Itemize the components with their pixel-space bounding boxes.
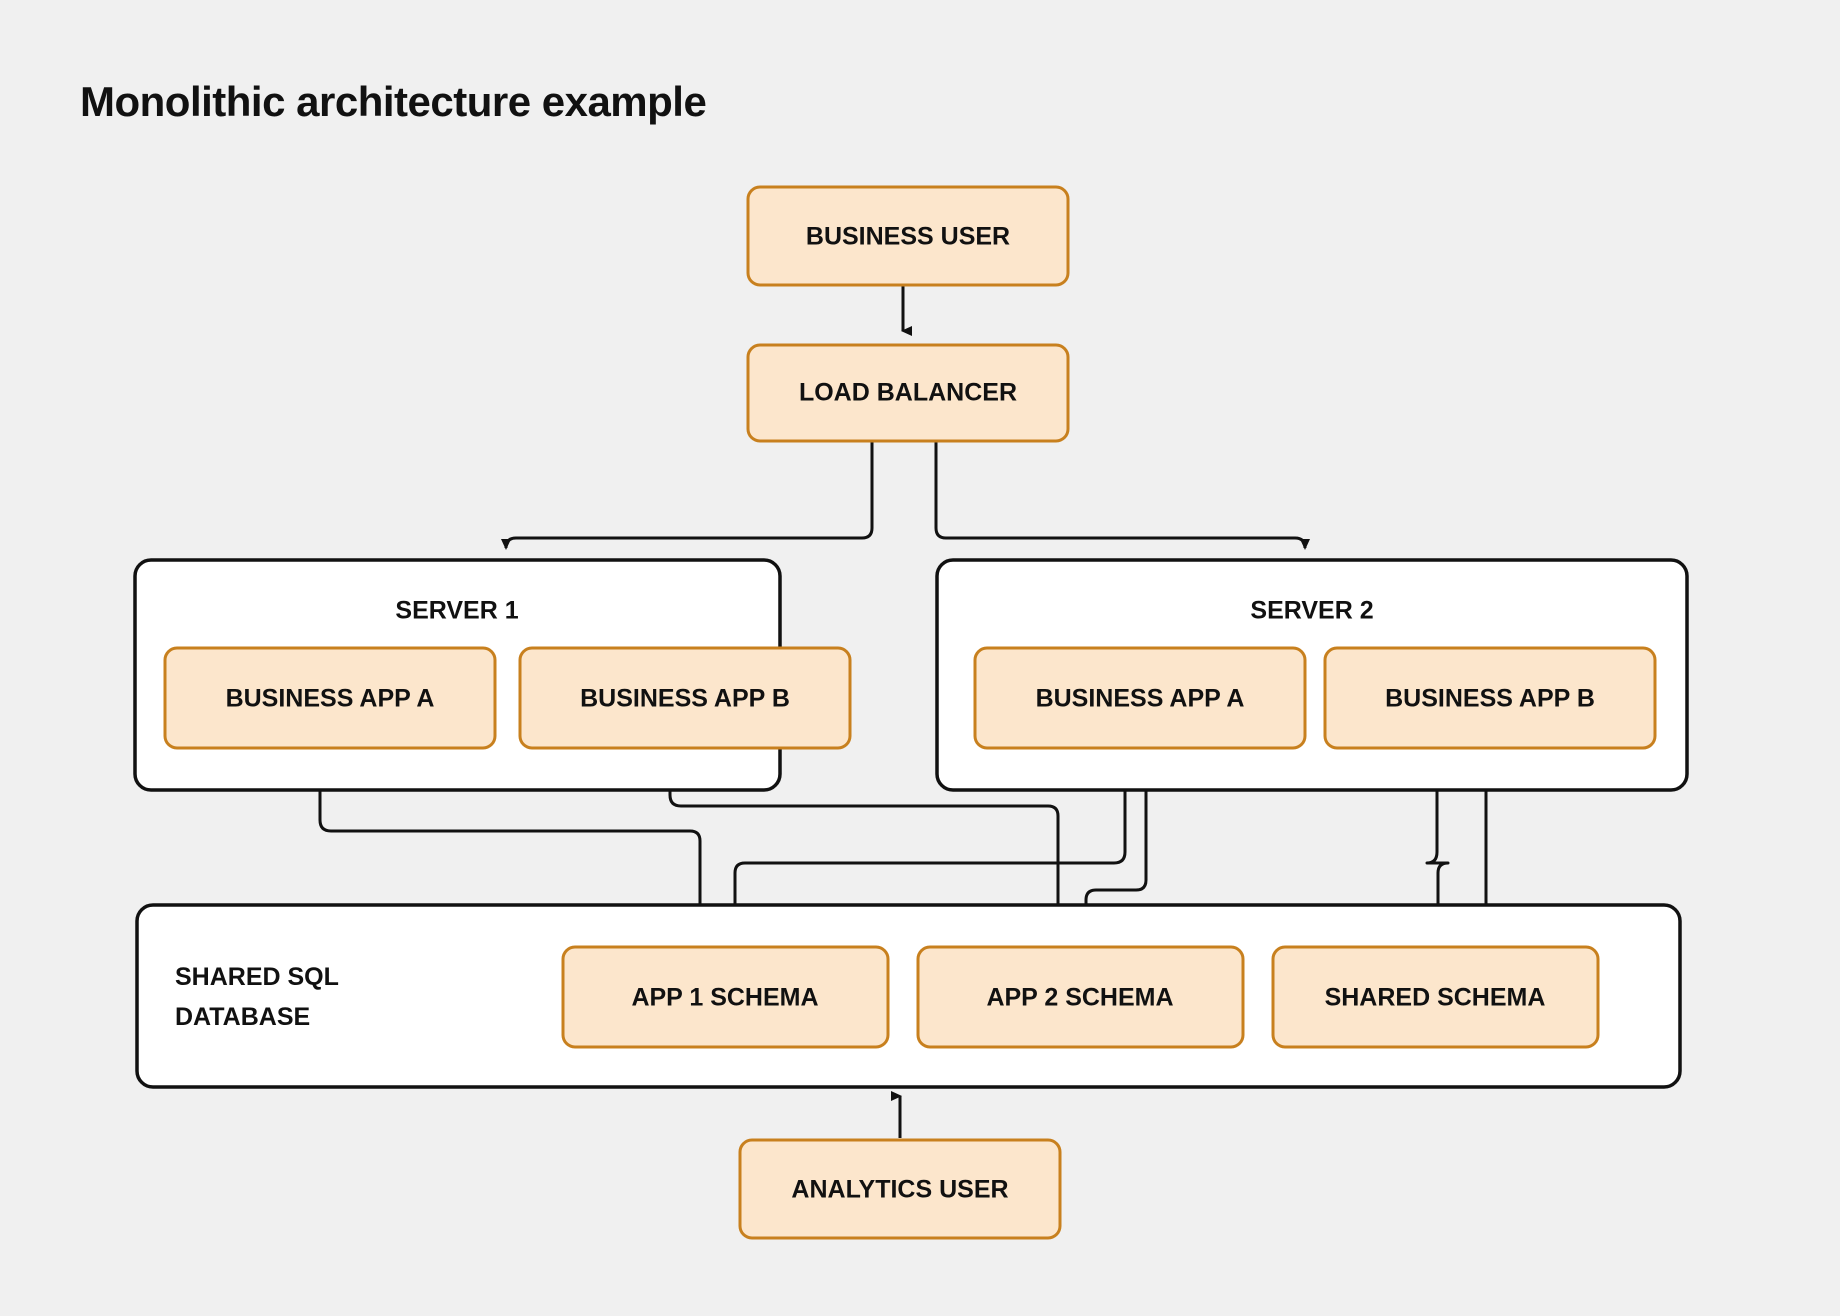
business-user-node[interactable]: BUSINESS USER (746, 185, 1070, 287)
edge-s1-app-a-to-app1-schema (318, 750, 709, 931)
shared-sql-database-label-line-2: DATABASE (175, 1003, 310, 1031)
load-balancer-label: LOAD BALANCER (799, 379, 1017, 407)
server-1-app-b-box[interactable] (518, 646, 852, 750)
edge-load-balancer-to-server-1 (504, 440, 874, 554)
server-1-app-b-node[interactable]: BUSINESS APP B (518, 646, 852, 750)
app-2-schema-label: APP 2 SCHEMA (986, 984, 1173, 1012)
edge-s2-app-b-to-shared-schema-1 (1425, 750, 1450, 931)
edge-s2-app-a-to-app2-schema (1084, 750, 1148, 931)
app-1-schema-label: APP 1 SCHEMA (631, 984, 818, 1012)
server-2-label: SERVER 2 (1250, 597, 1373, 625)
server-2-app-a-label: BUSINESS APP A (1036, 685, 1245, 713)
app-1-schema-node[interactable]: APP 1 SCHEMA (561, 945, 890, 1049)
server-1-label: SERVER 1 (395, 597, 518, 625)
server-1-app-b-label: BUSINESS APP B (580, 685, 790, 713)
business-user-label: BUSINESS USER (806, 223, 1010, 251)
server-2-app-a-node[interactable]: BUSINESS APP A (973, 646, 1307, 750)
edge-load-balancer-to-server-2 (934, 440, 1315, 553)
page-title: Monolithic architecture example (80, 78, 707, 125)
analytics-user-box[interactable] (738, 1138, 1062, 1240)
server-2-app-b-box[interactable] (1323, 646, 1657, 750)
shared-schema-node[interactable]: SHARED SCHEMA (1271, 945, 1600, 1049)
server-1-app-a-label: BUSINESS APP A (226, 685, 435, 713)
load-balancer-node[interactable]: LOAD BALANCER (746, 343, 1070, 443)
server-2-app-a-box[interactable] (973, 646, 1307, 750)
app-1-schema-box[interactable] (561, 945, 890, 1049)
server-1-app-a-box[interactable] (163, 646, 497, 750)
server-1-app-a-node[interactable]: BUSINESS APP A (163, 646, 497, 750)
load-balancer-box[interactable] (746, 343, 1070, 443)
edge-s2-app-a-to-app1-schema (733, 750, 1127, 931)
analytics-user-label: ANALYTICS USER (791, 1176, 1008, 1204)
server-2-app-b-node[interactable]: BUSINESS APP B (1323, 646, 1657, 750)
app-2-schema-box[interactable] (916, 945, 1245, 1049)
edge-s1-app-b-to-app2-schema (668, 750, 1067, 931)
analytics-user-node[interactable]: ANALYTICS USER (738, 1138, 1062, 1240)
shared-sql-database-label-line-1: SHARED SQL (175, 963, 339, 991)
business-user-box[interactable] (746, 185, 1070, 287)
app-2-schema-node[interactable]: APP 2 SCHEMA (916, 945, 1245, 1049)
server-2-app-b-label: BUSINESS APP B (1385, 685, 1595, 713)
shared-schema-box[interactable] (1271, 945, 1600, 1049)
shared-schema-label: SHARED SCHEMA (1325, 984, 1546, 1012)
